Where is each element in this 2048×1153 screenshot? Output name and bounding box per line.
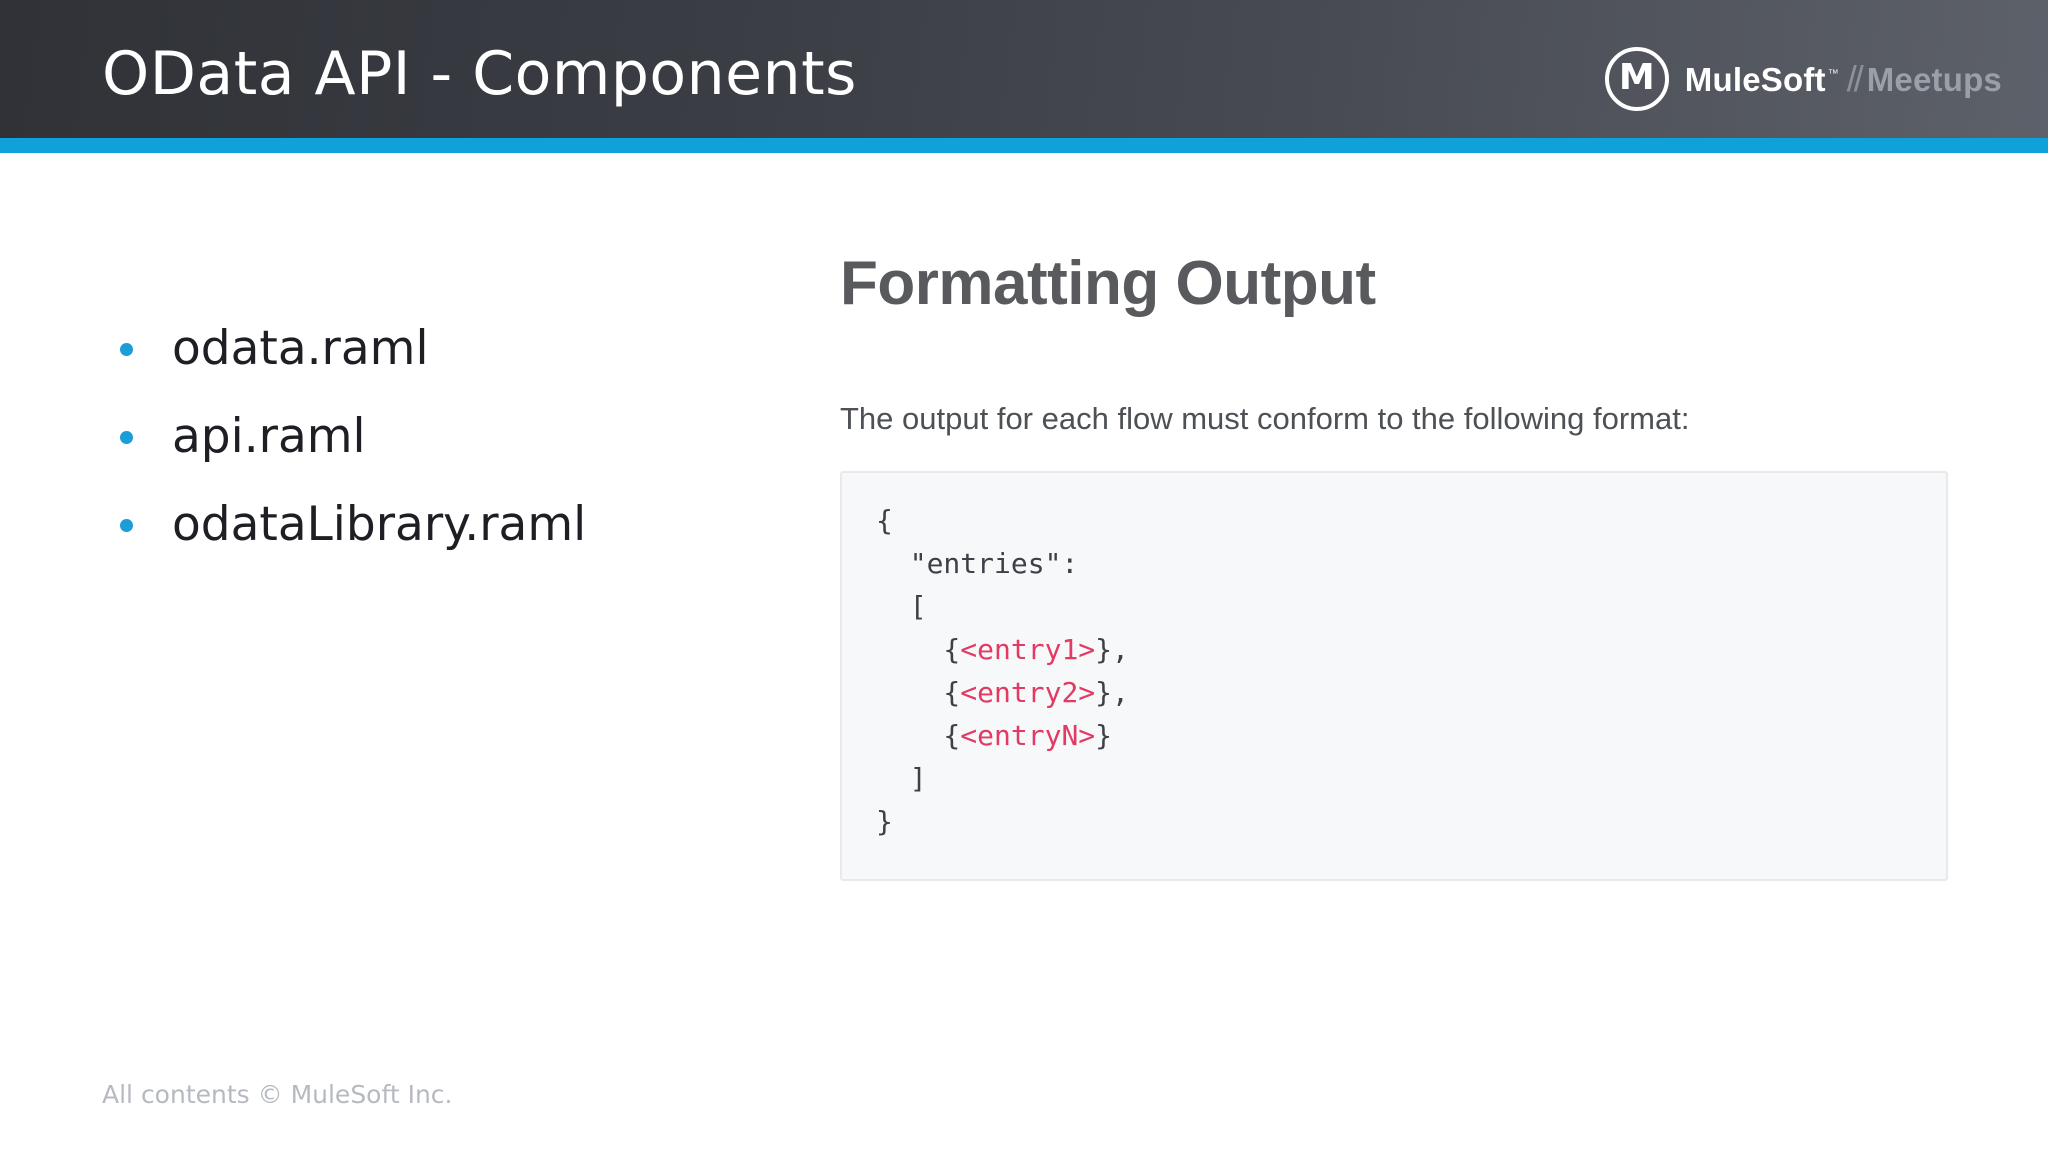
list-item: api.raml <box>120 406 586 468</box>
list-item-label: odata.raml <box>172 321 429 376</box>
bullet-icon <box>120 518 133 532</box>
bullet-icon <box>120 430 133 444</box>
bullet-list: odata.raml api.raml odataLibrary.raml <box>120 318 586 582</box>
copyright-note: All contents © MuleSoft Inc. <box>102 1080 453 1109</box>
code-text: { <box>876 633 961 666</box>
code-line: {<entryN>} <box>876 714 1926 757</box>
double-slash-separator: // <box>1846 58 1864 99</box>
accent-divider <box>0 138 2048 153</box>
code-text: ] <box>876 762 927 795</box>
code-line: { <box>876 499 1926 542</box>
code-text: [ <box>876 590 927 623</box>
section-intro-text: The output for each flow must conform to… <box>840 401 1690 436</box>
code-line: ] <box>876 757 1926 800</box>
section-heading: Formatting Output <box>840 249 1376 318</box>
list-item-label: odataLibrary.raml <box>172 497 587 552</box>
code-line: {<entry2>}, <box>876 671 1926 714</box>
code-line: {<entry1>}, <box>876 628 1926 671</box>
brand-name: MuleSoft <box>1684 61 1826 98</box>
code-line: "entries": <box>876 542 1926 585</box>
header-bar: OData API - Components M MuleSoft ™ // M… <box>0 0 2048 138</box>
code-text: { <box>876 504 893 537</box>
code-line: } <box>876 800 1926 843</box>
code-box: { "entries": [ {<entry1>}, {<entry2>}, {… <box>840 471 1948 881</box>
code-placeholder-token: <entryN> <box>960 719 1096 752</box>
mulesoft-m-logo-icon: M <box>1604 47 1669 111</box>
list-item: odataLibrary.raml <box>120 494 586 556</box>
mulesoft-monogram: M <box>1618 57 1655 98</box>
code-text: }, <box>1095 676 1129 709</box>
list-item-label: api.raml <box>172 409 366 464</box>
brand-text: MuleSoft ™ // Meetups <box>1685 58 2002 100</box>
bullet-icon <box>120 342 133 356</box>
trademark-mark: ™ <box>1827 68 1839 80</box>
brand-lockup: M MuleSoft ™ // Meetups <box>1604 47 2002 111</box>
list-item: odata.raml <box>120 318 586 380</box>
brand-program: Meetups <box>1866 61 2002 98</box>
code-text: }, <box>1095 633 1129 666</box>
code-text: { <box>876 676 961 709</box>
code-text: "entries": <box>876 547 1079 580</box>
page-title: OData API - Components <box>102 39 857 109</box>
code-placeholder-token: <entry2> <box>960 676 1096 709</box>
code-line: [ <box>876 585 1926 628</box>
code-text: } <box>876 805 893 838</box>
code-block: { "entries": [ {<entry1>}, {<entry2>}, {… <box>842 473 1946 843</box>
code-text: { <box>876 719 961 752</box>
code-text: } <box>1095 719 1113 752</box>
code-placeholder-token: <entry1> <box>960 633 1096 666</box>
